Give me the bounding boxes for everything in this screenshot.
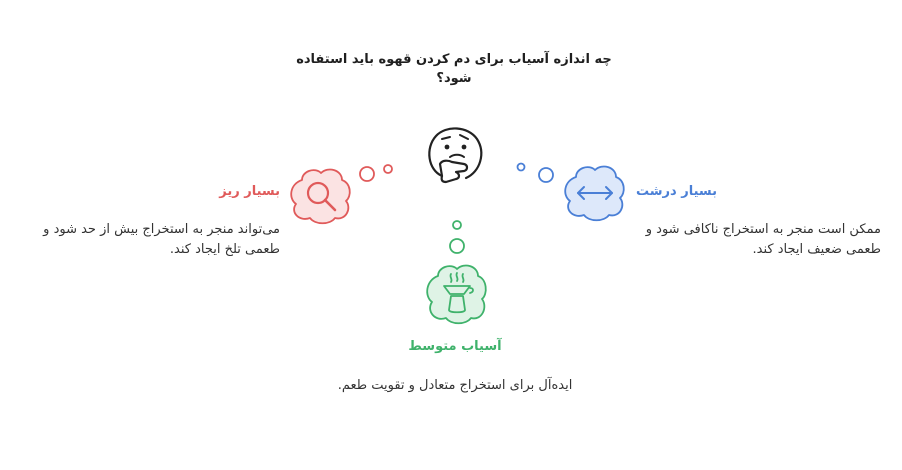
medium-grind-description: ایده‌آل برای استخراج متعادل و تقویت طعم. — [337, 378, 573, 393]
arrows-horizontal-icon — [577, 186, 613, 200]
thought-bubbles-fine — [359, 164, 393, 182]
magnifier-icon — [306, 181, 337, 212]
fine-grind-description: می‌تواند منجر به استخراج بیش از حد شود و… — [43, 222, 280, 257]
coffee-dripper-icon — [443, 272, 474, 314]
coarse-grind-node — [564, 165, 625, 222]
thought-bubbles-medium — [449, 220, 465, 254]
thinking-face-icon — [428, 127, 483, 184]
medium-grind-label: آسیاب متوسط — [408, 339, 502, 354]
medium-grind-node — [426, 264, 487, 325]
coarse-grind-description: ممکن است منجر به استخراج ناکافی شود و طع… — [645, 222, 881, 257]
fine-grind-node — [290, 168, 351, 225]
coarse-grind-label: بسیار درشت — [636, 184, 718, 199]
fine-grind-label: بسیار ریز — [219, 184, 280, 199]
thought-bubbles-coarse — [516, 162, 554, 183]
diagram-title: چه اندازه آسیاب برای دم کردن قهوه باید ا… — [296, 52, 612, 86]
